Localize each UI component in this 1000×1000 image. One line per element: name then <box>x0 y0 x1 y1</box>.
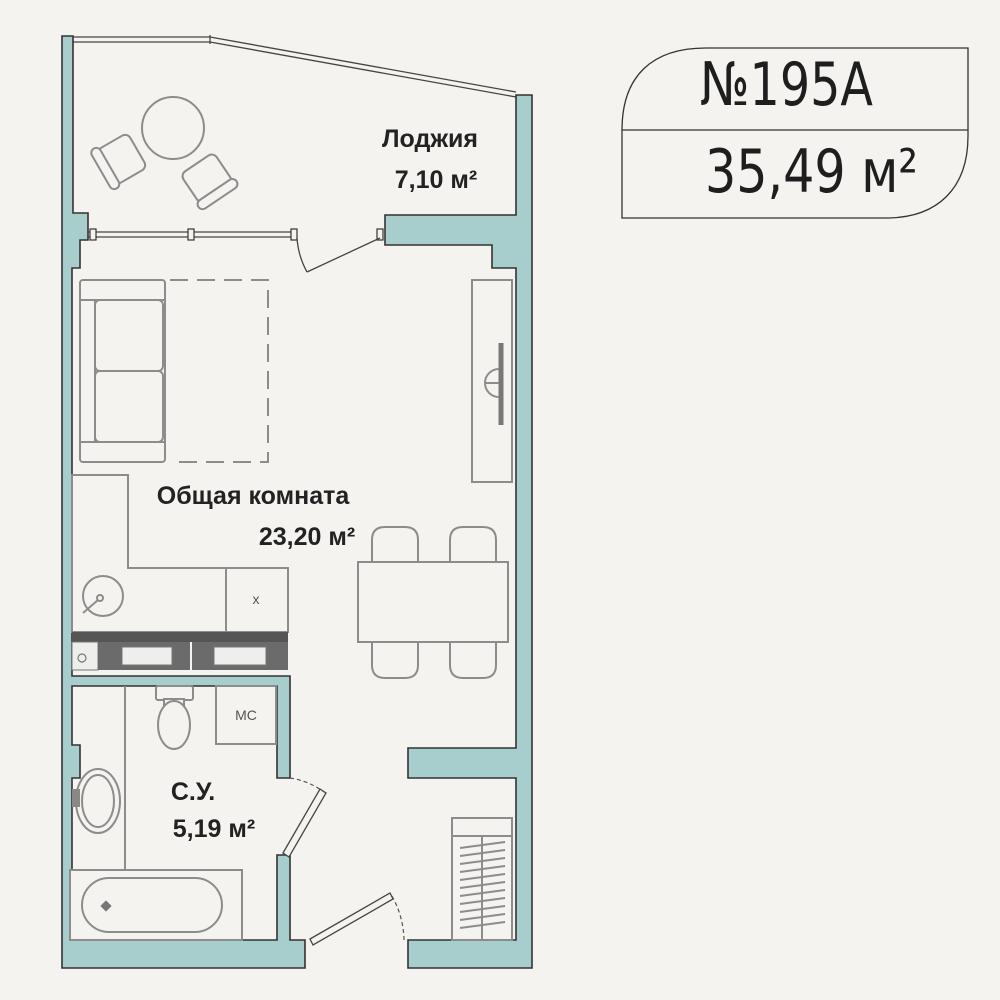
chair-back <box>196 178 239 211</box>
shelf-panel <box>213 646 267 666</box>
loggia-chair-right <box>181 153 239 211</box>
sofa <box>79 279 166 463</box>
living-room-name: Общая комната <box>157 482 351 510</box>
shelf-edge <box>72 632 288 642</box>
info-box-frame <box>621 47 969 219</box>
hanger-line <box>459 913 506 921</box>
hanger-line <box>459 889 506 897</box>
entrance-door-swing <box>391 895 405 941</box>
shelf-knob <box>77 653 87 663</box>
entrance-door <box>309 892 405 946</box>
loggia-name: Лоджия <box>382 125 478 153</box>
sofa-cushion <box>94 370 164 443</box>
right-exterior-wall <box>384 94 533 969</box>
bathtub-inner <box>81 877 223 933</box>
living-room-area: 23,20 м² <box>259 523 355 551</box>
apartment-info-box: №195А 35,49 м² <box>621 47 969 219</box>
fridge-label: х <box>253 591 260 607</box>
sink-faucet <box>82 599 99 614</box>
hanger-line <box>459 873 506 881</box>
hanger-line <box>459 841 506 849</box>
dining-chair <box>449 641 497 679</box>
dining-set <box>357 526 509 679</box>
bathroom-area: 5,19 м² <box>173 815 255 843</box>
room-labels: Лоджия 7,10 м² Общая комната 23,20 м² С.… <box>157 125 478 843</box>
hanger-line <box>459 881 506 889</box>
rug-outline <box>170 279 269 463</box>
hanger-line <box>459 897 506 905</box>
toilet-bowl <box>157 700 191 750</box>
loggia-chair-left <box>90 133 147 191</box>
hanger-line <box>459 905 506 913</box>
apartment-number: №195А <box>700 50 873 120</box>
dining-chair <box>371 641 419 679</box>
round-table <box>141 96 205 160</box>
washing-machine-label: МС <box>235 707 257 723</box>
washing-machine-box <box>215 685 277 745</box>
sink-faucet <box>72 789 80 807</box>
bathroom-fixtures: МС <box>69 685 277 941</box>
shelf-panel <box>121 646 173 666</box>
dining-table <box>357 561 509 643</box>
loggia-area: 7,10 м² <box>395 166 477 194</box>
hallway-wardrobe <box>451 817 513 941</box>
dining-chair <box>371 526 419 563</box>
bathtub <box>69 869 243 941</box>
tv-cabinet <box>471 279 513 483</box>
hanger-line <box>459 849 506 857</box>
bathroom-name: С.У. <box>171 778 215 806</box>
sofa-cushion <box>94 299 164 372</box>
sink-basin-inner <box>81 774 115 828</box>
total-area: 35,49 м² <box>705 137 918 207</box>
kitchen-counter: х <box>71 474 289 633</box>
loggia-furniture <box>90 96 239 211</box>
dining-chair <box>449 526 497 563</box>
door-jamb <box>376 228 384 241</box>
bathroom-door <box>282 777 327 858</box>
hanger-line <box>459 857 506 865</box>
loggia-door-swing <box>296 237 308 273</box>
left-exterior-wall <box>61 35 306 969</box>
loggia-window-partition <box>88 228 384 273</box>
mullion <box>187 228 195 241</box>
toilet-tank <box>155 685 194 701</box>
hanger-line <box>459 865 506 873</box>
kitchen-shelf-band <box>71 632 288 671</box>
mullion <box>290 228 298 241</box>
chair-back <box>90 146 121 191</box>
bathroom-door-swing <box>289 777 325 793</box>
mullion <box>89 228 97 241</box>
bathroom-door-leaf <box>282 788 327 858</box>
sink-drain <box>96 594 104 602</box>
loggia-exterior-glazing <box>73 35 517 98</box>
loggia-door-leaf <box>306 237 381 273</box>
walls <box>61 35 533 969</box>
tv-unit <box>471 279 513 483</box>
hanger-line <box>459 921 506 929</box>
